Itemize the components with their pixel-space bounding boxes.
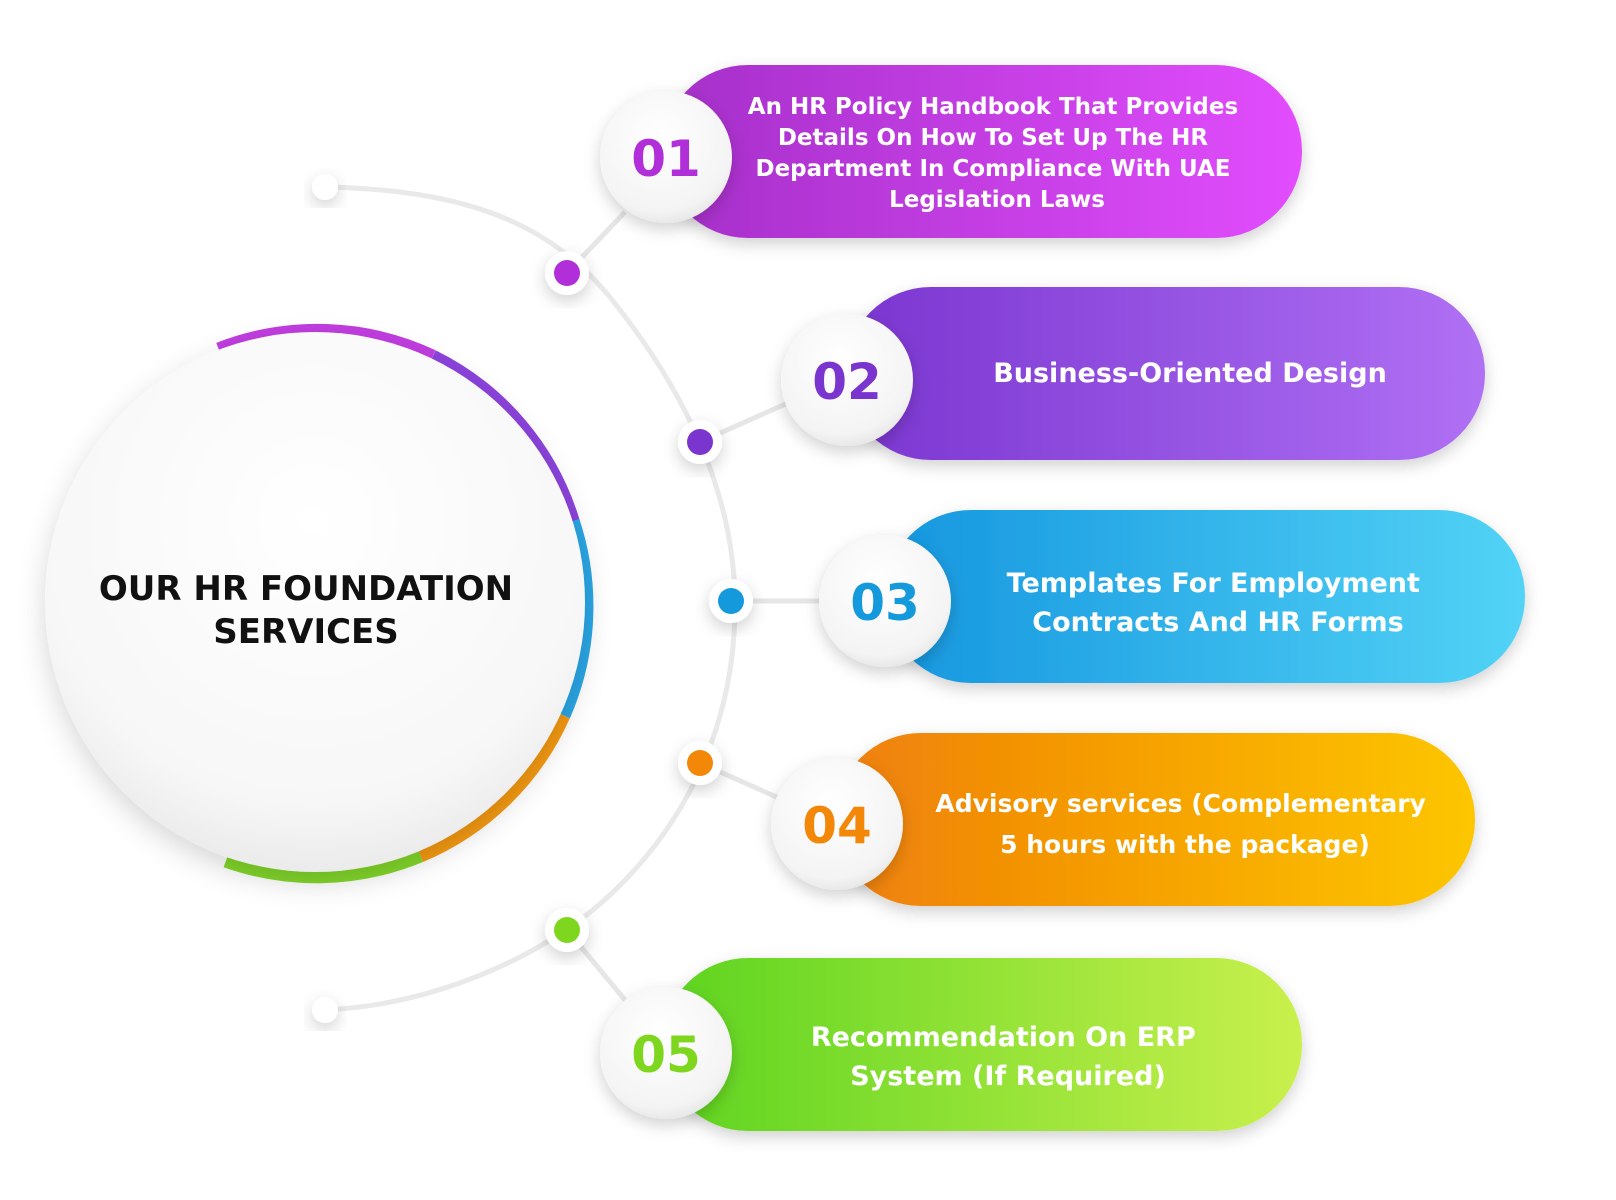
title-line-1: OUR HR FOUNDATION [99,569,513,609]
number-label-2: 02 [812,353,882,411]
number-badge-5 [600,987,732,1119]
arc-dot-4 [678,741,722,785]
number-badge-3 [819,535,951,667]
service-pill-3 [885,510,1525,683]
service-pill-5 [662,958,1302,1131]
arc-dot-3 [709,579,753,623]
service-text-1-line-1: An HR Policy Handbook That Provides [748,94,1238,120]
number-label-5: 05 [631,1026,701,1084]
service-text-5-line-2: System (If Required) [850,1061,1166,1092]
arc-dot-2 [678,420,722,464]
service-pill-1 [662,65,1302,238]
service-text-1-line-4: Legislation Laws [889,187,1105,213]
number-label-3: 03 [850,574,920,632]
number-label-1: 01 [631,130,701,188]
number-badge-4 [771,758,903,890]
arc-end-top [312,174,338,200]
service-text-3-line-2: Contracts And HR Forms [1032,607,1403,638]
service-item-5: 05 Recommendation On ERP System (If Requ… [600,958,1302,1131]
service-text-3: Templates For Employment Contracts And H… [1007,568,1430,638]
service-text-4: Advisory services (Complementary 5 hours… [935,789,1434,859]
service-item-2: 02 Business-Oriented Design [781,287,1485,460]
number-badge-1 [600,91,732,223]
service-text-5: Recommendation On ERP System (If Require… [811,1022,1205,1092]
service-text-2-line-1: Business-Oriented Design [993,358,1387,389]
service-text-5-line-1: Recommendation On ERP [811,1022,1196,1053]
service-text-4-line-2: 5 hours with the package) [1000,830,1370,859]
service-pill-2 [845,287,1485,460]
center-circle: OUR HR FOUNDATION SERVICES [45,323,594,884]
service-text-1-line-2: Details On How To Set Up The HR [778,125,1209,151]
arc-end-bottom [312,997,338,1023]
number-badge-2 [781,314,913,446]
title-line-2: SERVICES [213,612,399,652]
number-label-4: 04 [802,797,872,855]
service-pill-4 [835,733,1475,906]
service-item-4: 04 Advisory services (Complementary 5 ho… [771,733,1475,906]
arc-dot-5 [545,908,589,952]
service-text-1-line-3: Department In Compliance With UAE [755,156,1230,182]
service-item-3: 03 Templates For Employment Contracts An… [819,510,1525,683]
arc-dot-1 [545,251,589,295]
service-item-1: 01 An HR Policy Handbook That Provides D… [600,65,1302,238]
service-text-2: Business-Oriented Design [993,358,1387,389]
service-text-3-line-1: Templates For Employment [1007,568,1420,599]
service-text-4-line-1: Advisory services (Complementary [935,789,1426,818]
service-text-1: An HR Policy Handbook That Provides Deta… [748,94,1246,213]
